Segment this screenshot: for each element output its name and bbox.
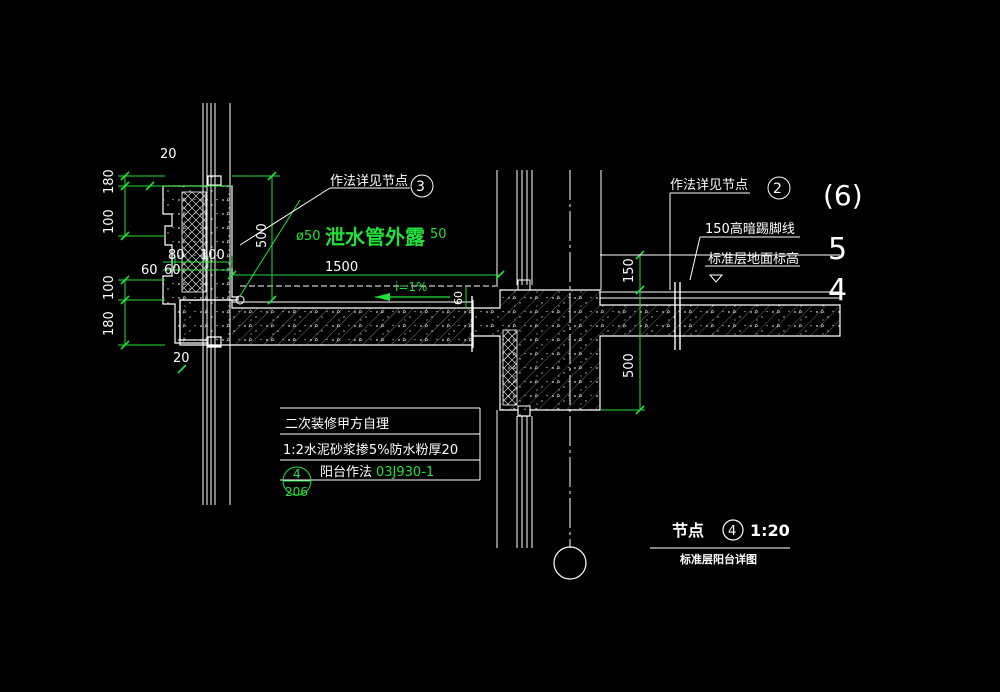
title-circle <box>722 519 744 541</box>
dim-80: 80 <box>168 248 185 263</box>
balcony-slab <box>179 299 474 348</box>
annotation-leaders <box>239 187 840 549</box>
dim-20-bottom: 20 <box>173 351 190 366</box>
dim-100-mid: 100 <box>200 248 225 263</box>
detail-ref-circle-3 <box>410 174 434 198</box>
pipe-len: 50 <box>430 227 447 242</box>
dim-60b: 60 <box>164 263 181 278</box>
dim-100-low: 100 <box>102 275 117 300</box>
detail-ref-left: 作法详见节点 <box>330 174 408 189</box>
dim-150: 150 <box>622 258 637 283</box>
skirting-label: 150高暗踢脚线 <box>705 221 795 237</box>
break-lines <box>471 282 681 352</box>
dim-1500: 1500 <box>325 260 358 275</box>
dimension-ticks <box>120 171 645 415</box>
drawing-scale: 1:20 <box>750 521 790 540</box>
pipe-dia: ø50 <box>296 229 321 244</box>
dim-60-step: 60 <box>452 291 465 305</box>
middle-window-lines <box>496 170 602 548</box>
floor-level-label: 标准层地面标高 <box>708 251 799 267</box>
detail-ref-circle-2 <box>767 176 791 200</box>
dim-20-top: 20 <box>160 147 177 162</box>
detail-ref-left-num: 3 <box>416 179 425 195</box>
level-marker <box>708 274 724 283</box>
slope-label: i=1% <box>395 280 427 294</box>
detail-ref-right: 作法详见节点 <box>670 178 748 193</box>
level-5: 5 <box>828 232 847 267</box>
drawing-title-num: 4 <box>728 524 736 539</box>
drawing-subtitle: 标准层阳台详图 <box>679 552 757 566</box>
note-line3-code: 03J930-1 <box>376 465 434 480</box>
note-line2: 1:2水泥砂浆掺5%防水粉厚20 <box>283 442 458 458</box>
axis-bubble <box>553 546 587 580</box>
middle-beam <box>472 279 841 417</box>
ref-circle-bottom: 206 <box>285 485 308 499</box>
note-line3-prefix: 阳台作法 <box>320 465 372 480</box>
ref-circle-top: 4 <box>293 467 301 481</box>
dim-100-top: 100 <box>102 209 117 234</box>
dim-180-top: 180 <box>102 169 117 194</box>
detail-ref-right-num: 2 <box>773 181 782 197</box>
axis-6: (6) <box>823 179 863 212</box>
slope-arrow <box>375 293 450 301</box>
drawing-title: 节点 <box>672 521 704 540</box>
dim-180-low: 180 <box>102 311 117 336</box>
dim-60a: 60 <box>141 263 158 278</box>
note-line1: 二次装修甲方自理 <box>285 416 389 432</box>
level-4: 4 <box>828 273 847 308</box>
pipe-note: 泄水管外露 <box>325 225 426 249</box>
dim-500-left: 500 <box>255 223 270 248</box>
dim-500-right: 500 <box>622 353 637 378</box>
